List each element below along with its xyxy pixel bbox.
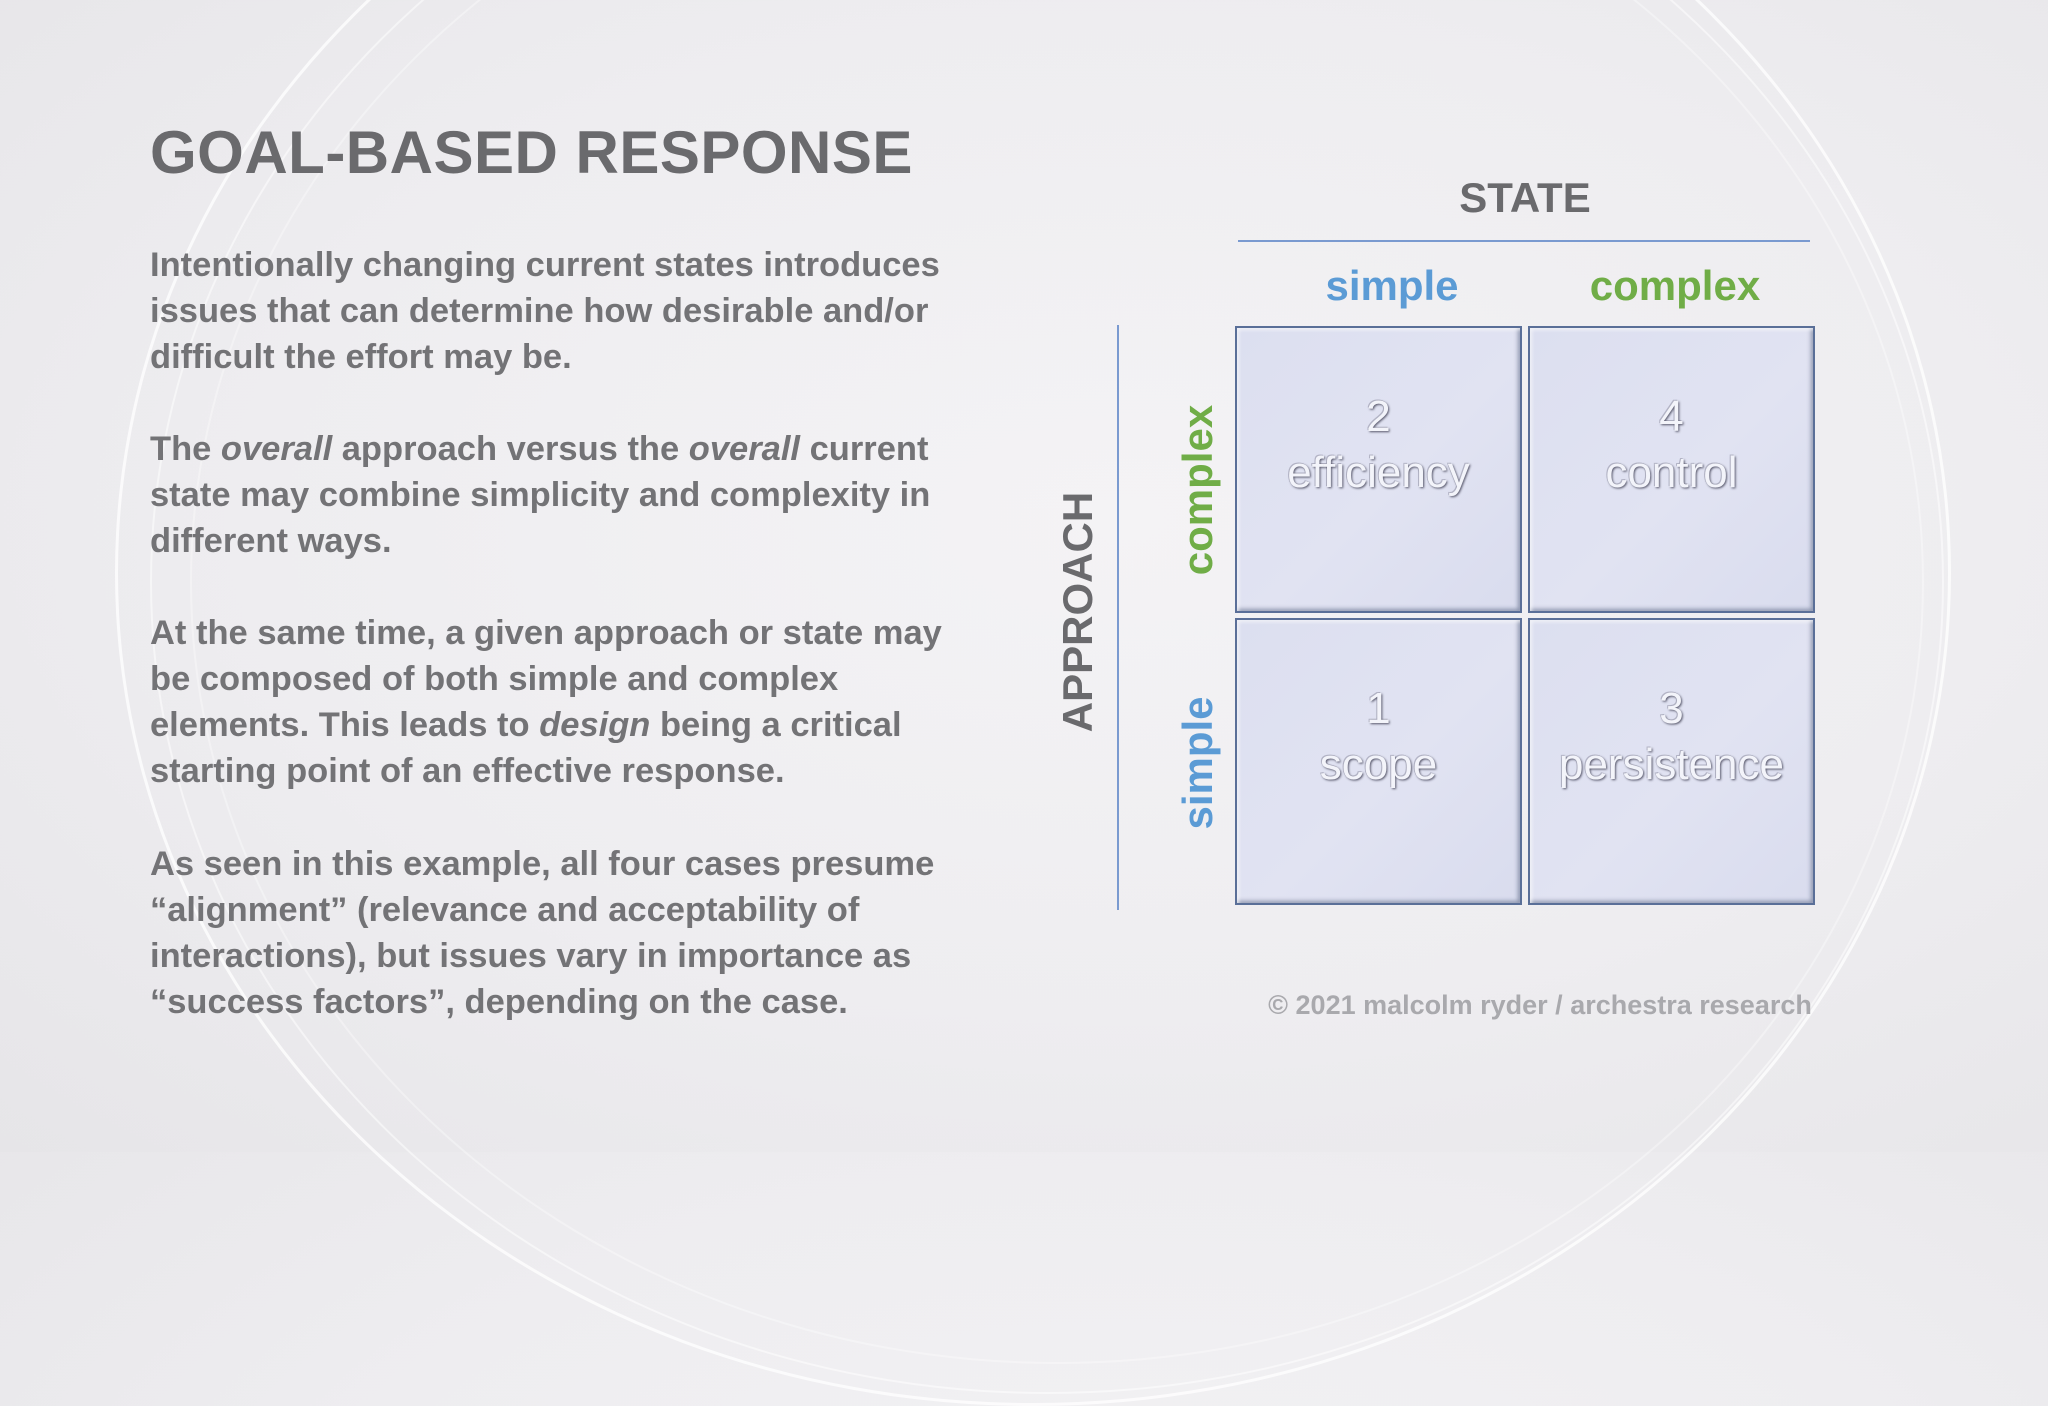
column-label-simple: simple [1325, 262, 1459, 309]
paragraph-3: At the same time, a given approach or st… [150, 610, 950, 794]
text-run: Intentionally changing current states in… [150, 246, 940, 376]
cell-name: persistence [1558, 740, 1784, 789]
matrix-cell-scope: 1 scope [1235, 618, 1522, 905]
matrix-cell-control: 4 control [1528, 326, 1815, 613]
slide-title: GOAL-BASED RESPONSE [150, 119, 913, 186]
row-label-complex: complex [1174, 404, 1221, 576]
state-axis-label: STATE [1459, 174, 1591, 221]
text-run: approach versus the [332, 430, 689, 468]
cell-name: control [1605, 448, 1738, 497]
matrix-cell-persistence: 3 persistence [1528, 618, 1815, 905]
text-run: The [150, 430, 221, 468]
text-run: being a critical starting point of an ef… [150, 706, 902, 790]
cell-name: efficiency [1287, 448, 1470, 497]
row-label-simple: simple [1174, 696, 1221, 830]
state-axis-line [1238, 240, 1810, 242]
column-label-complex: complex [1589, 262, 1761, 309]
text-run: At the same time, a given approach or st… [150, 614, 942, 744]
cell-number: 2 [1366, 392, 1391, 441]
matrix-cell-efficiency: 2 efficiency [1235, 326, 1522, 613]
text-run: As seen in this example, all four cases … [150, 845, 935, 1021]
cell-number: 3 [1659, 684, 1684, 733]
cell-number: 1 [1366, 684, 1391, 733]
text-run: current state may combine simplicity and… [150, 430, 931, 560]
copyright-notice: © 2021 malcolm ryder / archestra researc… [1268, 990, 1812, 1020]
cell-number: 4 [1659, 392, 1684, 441]
cell-name: scope [1319, 740, 1438, 789]
paragraph-1: Intentionally changing current states in… [150, 242, 950, 380]
emphasis-design: design [539, 706, 651, 744]
emphasis-overall: overall [220, 430, 333, 468]
approach-axis-label: APPROACH [1054, 491, 1101, 733]
paragraph-4: As seen in this example, all four cases … [150, 841, 950, 1025]
emphasis-overall: overall [688, 430, 801, 468]
paragraph-2: The overall approach versus the overall … [150, 426, 950, 564]
approach-axis-line [1117, 325, 1119, 910]
